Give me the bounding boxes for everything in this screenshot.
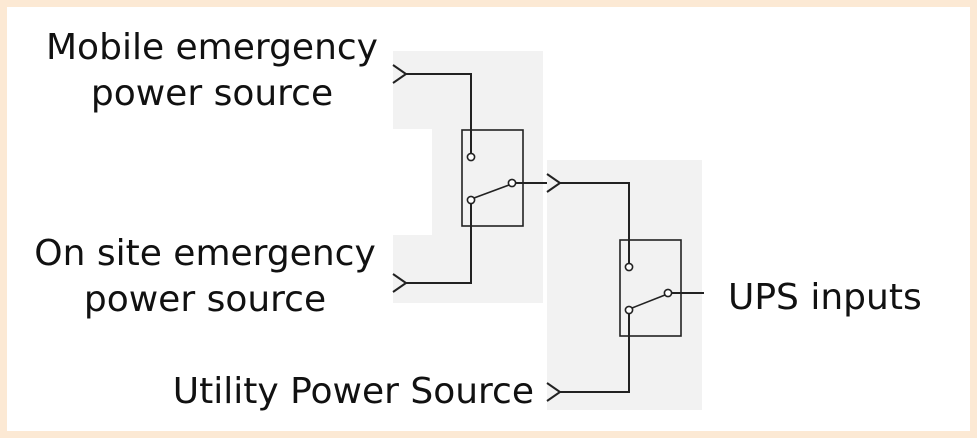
utility-source-panel [547,344,702,410]
mobile-source-label-line1: Mobile emergency [46,27,378,68]
switch1-to-switch2-wire [560,182,630,263]
switch2-box [619,239,682,337]
switch2-panel [547,160,702,344]
onsite-source-wire [406,204,472,284]
mobile-source-panel [393,51,543,129]
switch2-terminal-a [624,262,634,272]
switch1-common-terminal [507,178,517,188]
transfer-switch-2 [619,239,682,337]
switch1-panel [432,119,543,303]
switch2-common-terminal [663,288,673,298]
onsite-source-label-line2: power source [84,279,326,320]
switch1-terminal-b [466,195,476,205]
ups-inputs-label: UPS inputs [728,277,922,318]
switch2-blade [631,294,666,309]
utility-source-wire [560,314,630,393]
mobile-source-label-line2: power source [91,73,333,114]
switch2-terminal-b [624,305,634,315]
onsite-source-label-line1: On site emergency [34,233,376,274]
switch1-box [461,129,524,227]
transfer-switch-1 [461,129,524,227]
switch1-terminal-a [466,152,476,162]
utility-source-label: Utility Power Source [173,371,534,412]
mobile-source-wire [406,73,472,153]
switch1-blade [473,184,510,199]
power-transfer-diagram: Mobile emergency power source On site em… [34,27,922,412]
